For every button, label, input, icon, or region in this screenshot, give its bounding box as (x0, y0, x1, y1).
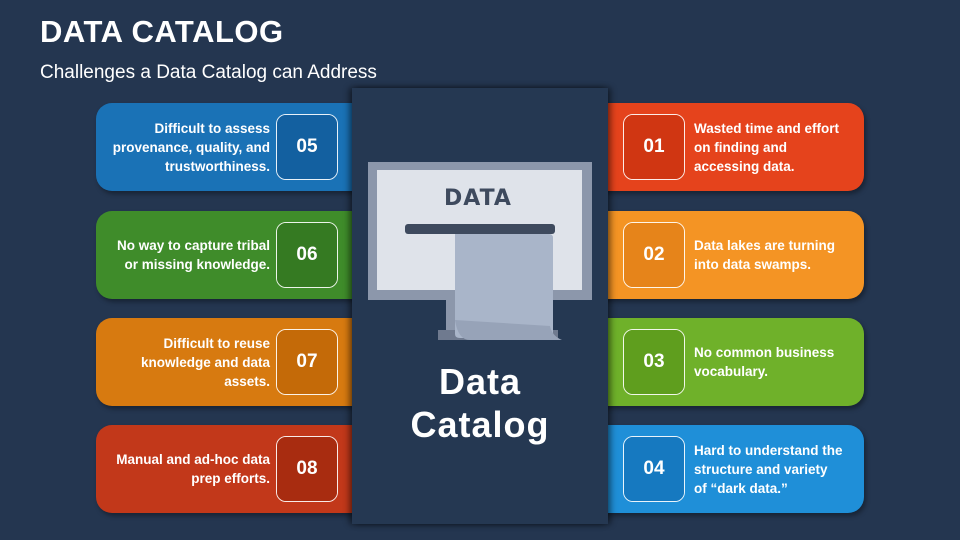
challenge-number-badge: 05 (276, 114, 338, 180)
challenge-number-badge: 04 (623, 436, 685, 502)
challenge-card-07: Difficult to reuse knowledge and data as… (96, 318, 366, 406)
challenge-card-01: 01 Wasted time and effort on finding and… (594, 103, 864, 191)
challenge-text: Difficult to assess provenance, quality,… (112, 120, 270, 174)
challenge-text: Manual and ad-hoc data prep efforts. (116, 452, 270, 486)
monitor-document-icon: DATA (368, 162, 592, 340)
screen-data-text: DATA (444, 186, 512, 211)
center-label-line1: Data (438, 361, 522, 402)
challenge-text: Difficult to reuse knowledge and data as… (140, 335, 270, 389)
challenge-number-badge: 02 (623, 222, 685, 288)
challenge-number-badge: 08 (276, 436, 338, 502)
center-label: Data Catalog (352, 360, 608, 446)
page-title: DATA CATALOG (40, 14, 284, 49)
center-label-line2: Catalog (410, 404, 550, 445)
challenge-card-04: 04 Hard to understand the structure and … (594, 425, 864, 513)
challenge-text: No way to capture tribal or missing know… (116, 238, 270, 272)
challenge-number-badge: 01 (623, 114, 685, 180)
challenge-text: No common business vocabulary. (694, 345, 835, 379)
challenge-card-05: Difficult to assess provenance, quality,… (96, 103, 366, 191)
challenge-text: Wasted time and effort on finding and ac… (694, 120, 840, 174)
challenge-card-02: 02 Data lakes are turning into data swam… (594, 211, 864, 299)
challenge-card-08: Manual and ad-hoc data prep efforts. 08 (96, 425, 366, 513)
challenge-card-06: No way to capture tribal or missing know… (96, 211, 366, 299)
challenge-text: Data lakes are turning into data swamps. (694, 238, 836, 272)
challenge-text: Hard to understand the structure and var… (694, 442, 843, 496)
challenge-number-badge: 06 (276, 222, 338, 288)
challenge-number-badge: 07 (276, 329, 338, 395)
challenge-number-badge: 03 (623, 329, 685, 395)
challenge-card-03: 03 No common business vocabulary. (594, 318, 864, 406)
page-subtitle: Challenges a Data Catalog can Address (40, 62, 377, 83)
